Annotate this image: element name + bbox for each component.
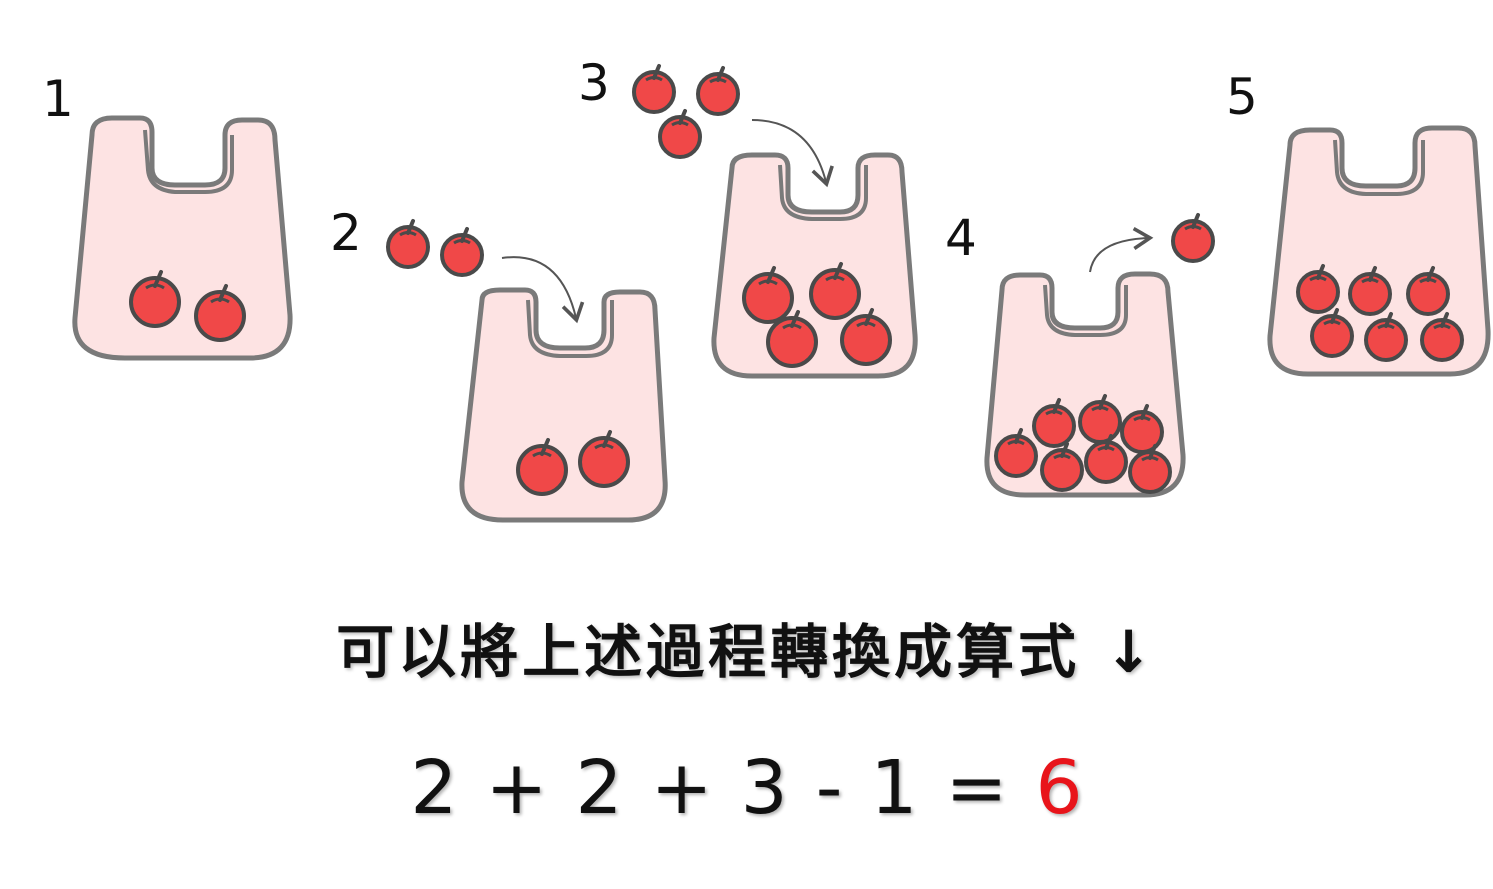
equation-operator: + <box>485 745 548 831</box>
arrow-out-of-bag <box>1089 226 1154 273</box>
step-label-4: 4 <box>945 209 977 267</box>
equation-operator: - <box>815 745 843 831</box>
step-label-2: 2 <box>330 204 362 262</box>
equation-term: 2 <box>575 745 623 831</box>
arrow-into-bag <box>501 256 585 324</box>
equation: 2 +2 +3-1 = 6 <box>0 745 1493 831</box>
equation-operator: = <box>945 745 1008 831</box>
apple <box>386 219 430 269</box>
equation-term: 2 <box>410 745 458 831</box>
bag-step-2: 2 <box>330 204 668 523</box>
apple <box>1171 213 1215 263</box>
arrow-into-bag <box>751 119 834 188</box>
step-label-1: 1 <box>42 70 74 128</box>
bag-handle-opening <box>1043 284 1128 337</box>
bag-step-5: 5 <box>1226 68 1491 377</box>
apple <box>632 64 676 114</box>
apple <box>440 227 484 277</box>
step-label-5: 5 <box>1226 68 1258 126</box>
bag-step-3: 3 <box>578 54 918 379</box>
apple <box>658 109 702 159</box>
bag-body <box>459 287 668 523</box>
equation-operator: + <box>650 745 713 831</box>
bag-step-1: 1 <box>42 70 293 361</box>
bag-handle-opening <box>143 129 234 194</box>
bag-handle-opening <box>1333 139 1425 196</box>
step-label-3: 3 <box>578 54 610 112</box>
bag-handle-opening <box>778 164 868 221</box>
equation-result: 6 <box>1035 745 1083 831</box>
equation-term: 1 <box>870 745 918 831</box>
caption-text: 可以將上述過程轉換成算式 ↓ <box>336 618 1157 686</box>
bag-body <box>72 115 293 361</box>
apple <box>696 66 740 116</box>
equation-term: 3 <box>740 745 788 831</box>
bag-handle-opening <box>526 299 614 358</box>
bag-step-4: 4 <box>945 209 1215 498</box>
